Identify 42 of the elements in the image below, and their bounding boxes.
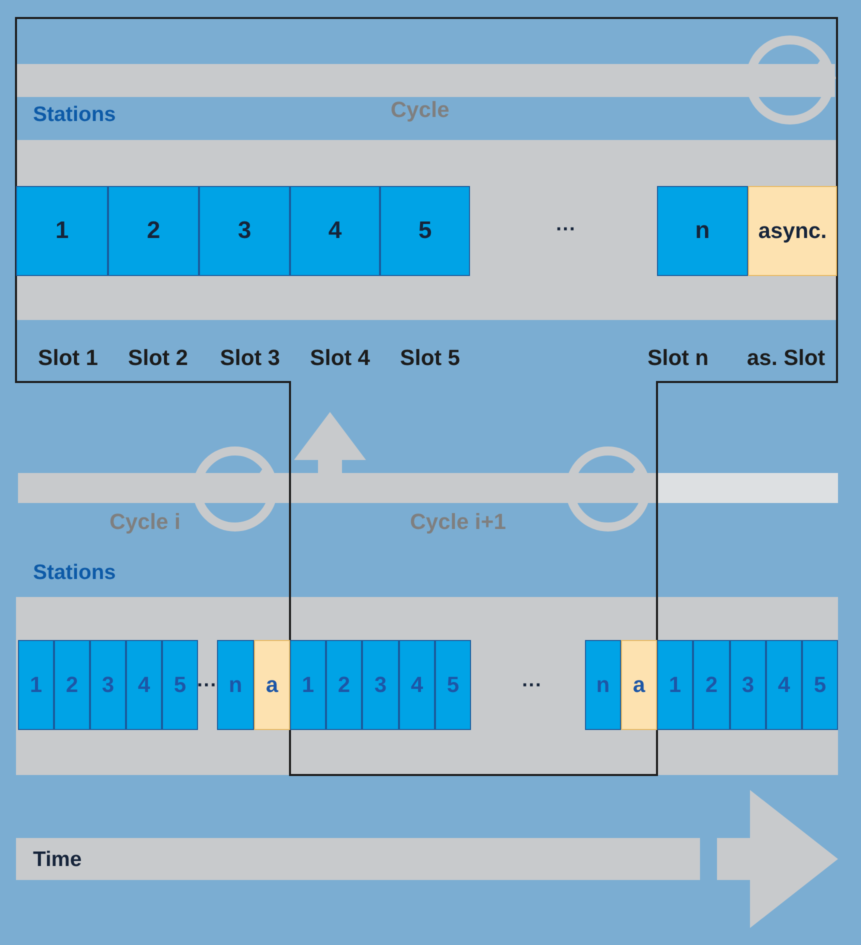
- slot-box: 1: [16, 186, 108, 276]
- slot-box: 4: [290, 186, 380, 276]
- slot-box: 4: [766, 640, 802, 730]
- cycle-label: Cycle i+1: [410, 509, 506, 535]
- slot-label: Slot 2: [128, 345, 188, 371]
- ellipsis: ···: [197, 674, 217, 698]
- slot-box: 2: [108, 186, 199, 276]
- slot-box: 5: [802, 640, 838, 730]
- slot-box: async.: [748, 186, 837, 276]
- slot-box: 4: [126, 640, 162, 730]
- slot-label: Slot 1: [38, 345, 98, 371]
- slot-box: 2: [693, 640, 730, 730]
- slot-label: Slot 5: [400, 345, 460, 371]
- slot-box: 1: [290, 640, 326, 730]
- slot-box: 1: [657, 640, 693, 730]
- slot-box: 1: [18, 640, 54, 730]
- cycle-label: Cycle i: [110, 509, 180, 535]
- slot-box: n: [657, 186, 748, 276]
- ellipsis: ···: [556, 218, 576, 242]
- stations-heading: Stations: [33, 561, 116, 585]
- slot-box: 3: [362, 640, 399, 730]
- slot-box: 5: [435, 640, 471, 730]
- slot-label: as. Slot: [746, 345, 826, 371]
- slot-label: Slot n: [647, 345, 709, 371]
- slot-label: Slot 4: [310, 345, 370, 371]
- ellipsis: ···: [522, 674, 542, 698]
- cycle-label: Cycle: [390, 97, 450, 123]
- slot-box: 2: [326, 640, 362, 730]
- slot-box: 5: [380, 186, 470, 276]
- slot-box: a: [254, 640, 290, 730]
- slot-box: n: [217, 640, 254, 730]
- slot-box: 4: [399, 640, 435, 730]
- slot-box: 3: [199, 186, 290, 276]
- slot-box: a: [621, 640, 657, 730]
- stations-heading: Stations: [33, 103, 116, 127]
- slot-box: 3: [90, 640, 126, 730]
- slot-box: 3: [730, 640, 766, 730]
- slot-label: Slot 3: [220, 345, 280, 371]
- slot-box: 5: [162, 640, 198, 730]
- time-label: Time: [33, 848, 82, 872]
- slot-box: 2: [54, 640, 90, 730]
- slot-box: n: [585, 640, 621, 730]
